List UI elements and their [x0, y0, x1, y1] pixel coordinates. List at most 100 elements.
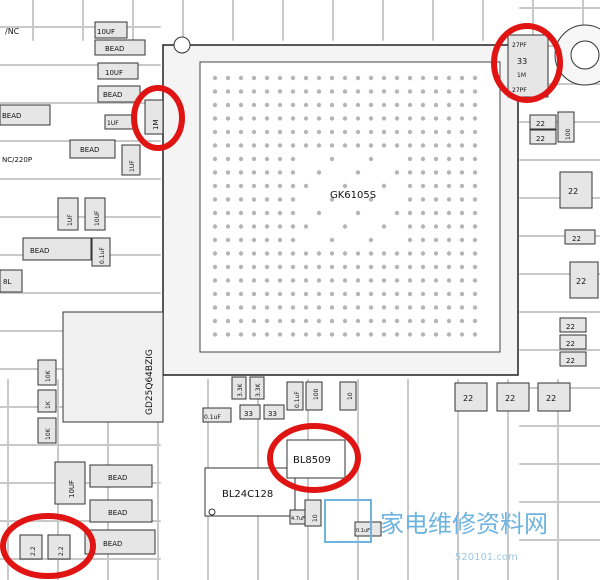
bead-6: BEAD [89, 464, 153, 488]
svg-text:8L: 8L [3, 278, 11, 286]
cap-01uf-left: 0.1uF [91, 237, 111, 267]
bead-1: BEAD [94, 39, 146, 56]
svg-text:33: 33 [517, 57, 527, 66]
chip-ball-grid [212, 75, 478, 337]
cap-10uf-top: 10UF [94, 21, 128, 39]
svg-text:1UF: 1UF [107, 120, 119, 127]
svg-text:100: 100 [313, 388, 320, 400]
cap-01uf-bottom: 0.1uF [202, 407, 232, 423]
svg-text:10UF: 10UF [97, 28, 115, 36]
caps-1uf-pair: 1UF 10UF [57, 197, 106, 231]
cap-left-edge: 8L [0, 269, 23, 293]
watermark-cn: 家电维修资料网 [380, 510, 548, 538]
highlight-ring-crystal [491, 23, 563, 103]
svg-text:0.1uF: 0.1uF [356, 528, 370, 534]
svg-text:BEAD: BEAD [108, 474, 127, 482]
cap-10uf-2: 10UF [97, 62, 139, 80]
main-chip: GK6105S [162, 36, 519, 376]
cap-01uf-mid: 0.1uF [286, 381, 304, 411]
watermark-logo [324, 499, 372, 543]
regulator: BL8509 [286, 439, 346, 479]
watermark-url: 520101.com [455, 552, 518, 563]
svg-text:10UF: 10UF [94, 210, 101, 226]
svg-text:22: 22 [566, 323, 575, 331]
highlight-ring-regulator [267, 423, 361, 493]
inductor-pair-bottom-left: 2.2 2.2 [19, 534, 71, 560]
svg-text:0.1uF: 0.1uF [204, 414, 221, 421]
svg-text:BEAD: BEAD [103, 540, 122, 548]
driver-chip: BL24C128 [204, 467, 296, 517]
svg-text:22: 22 [572, 235, 581, 243]
highlight-ring-inductor [0, 513, 96, 579]
cap-1uf-a: 1UF [104, 114, 134, 130]
svg-text:0.1uF: 0.1uF [294, 391, 301, 408]
crystal-round [554, 24, 600, 86]
svg-text:22: 22 [566, 357, 575, 365]
svg-text:3.3K: 3.3K [255, 382, 262, 397]
highlight-rings [0, 23, 563, 579]
resistor-1k: 1K [37, 389, 57, 413]
regulator-label: BL8509 [293, 455, 331, 466]
bead-2: BEAD [97, 85, 141, 103]
bead-7: BEAD [89, 499, 153, 523]
svg-text:10K: 10K [45, 427, 52, 440]
svg-text:10UF: 10UF [105, 69, 123, 77]
chip-label: GK6105S [330, 190, 376, 201]
resistors-22-right: 22 22 100 22 22 22 22 22 22 22 22 22 [454, 111, 599, 412]
svg-text:1M: 1M [152, 120, 160, 131]
chip-pin1-marker [173, 36, 191, 54]
bead-5: BEAD [22, 237, 92, 261]
resistor-10-right: 10 [339, 381, 357, 411]
svg-text:100: 100 [565, 128, 572, 140]
svg-text:1UF: 1UF [67, 214, 74, 226]
svg-text:1M: 1M [517, 72, 526, 79]
svg-text:22: 22 [463, 394, 473, 403]
svg-text:22: 22 [568, 187, 578, 196]
bead-3: BEAD [0, 104, 51, 126]
svg-text:10K: 10K [45, 369, 52, 382]
resistor-10k-a: 10K [37, 359, 57, 386]
memory-label: GD25Q64BZIG [145, 349, 155, 415]
svg-text:33: 33 [244, 410, 253, 418]
svg-text:0.1uF: 0.1uF [99, 247, 106, 264]
resistor-10k-b: 10K [37, 417, 57, 444]
svg-text:BEAD: BEAD [108, 509, 127, 517]
svg-text:27PF: 27PF [512, 87, 527, 94]
highlight-ring-resistor [131, 85, 185, 151]
svg-text:BEAD: BEAD [2, 112, 21, 120]
svg-text:33: 33 [268, 410, 277, 418]
svg-text:22: 22 [505, 394, 515, 403]
nc-label-top: /NC [5, 27, 20, 36]
svg-text:22: 22 [546, 394, 556, 403]
svg-text:2.2: 2.2 [58, 546, 65, 556]
svg-text:10: 10 [347, 392, 354, 400]
svg-text:1UF: 1UF [129, 160, 136, 172]
cap-10uf-bottom: 10UF [54, 461, 86, 505]
crystal-component: 27PF 33 1M 27PF [507, 34, 549, 98]
svg-text:4.7uF: 4.7uF [291, 516, 305, 522]
svg-text:22: 22 [576, 277, 586, 286]
resistors-33: 33 33 [239, 404, 285, 420]
driver-label: BL24C128 [222, 489, 273, 500]
resistors-3-3k: 3.3K 3.3K [231, 376, 265, 400]
resistor-1m: 1M [144, 99, 164, 135]
svg-text:1K: 1K [45, 400, 52, 409]
bead-8: BEAD [84, 529, 156, 555]
cap-bottom-vertical: 10 [304, 499, 322, 527]
nc-label-left: NC/220P [2, 156, 32, 164]
svg-text:27PF: 27PF [512, 42, 527, 49]
memory-chip: GD25Q64BZIG [62, 311, 164, 423]
svg-text:10: 10 [312, 514, 319, 522]
svg-text:BEAD: BEAD [30, 247, 49, 255]
svg-text:BEAD: BEAD [103, 91, 122, 99]
svg-text:BEAD: BEAD [105, 45, 124, 53]
svg-text:10UF: 10UF [68, 480, 76, 498]
bead-4: BEAD [69, 139, 116, 159]
watermark: 家电维修资料网 520101.com [324, 499, 548, 563]
resistor-10-mid: 100 [305, 381, 323, 411]
svg-text:BEAD: BEAD [80, 146, 99, 154]
cap-1uf-b: 1UF [121, 144, 141, 176]
svg-text:3.3K: 3.3K [237, 382, 244, 397]
